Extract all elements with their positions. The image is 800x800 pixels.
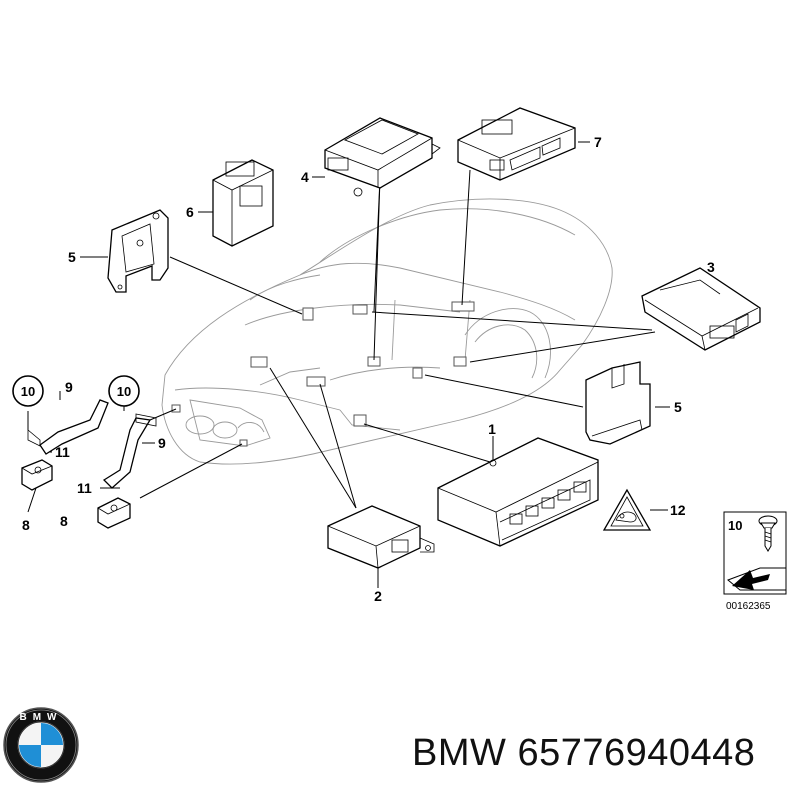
legend-box: 10 00162365: [723, 511, 787, 612]
part-1-module: [437, 437, 599, 547]
part-4-module: [324, 117, 441, 197]
sensor-k: [239, 439, 248, 447]
callout-12: 12: [670, 502, 686, 518]
part-6-module: [212, 159, 274, 247]
callout-10a-circle: [12, 375, 44, 407]
callout-2: 2: [374, 588, 382, 604]
part-3-module: [641, 267, 761, 351]
part-5-bracket-right: [585, 361, 651, 445]
sensor-i: [353, 414, 367, 427]
part-9-bracket-lower: [102, 413, 157, 489]
screw-icon: [758, 515, 778, 552]
callout-7: 7: [594, 134, 602, 150]
callout-3: 3: [707, 259, 715, 275]
callout-9-upper: 9: [65, 379, 73, 395]
sensor-c: [451, 301, 475, 312]
sensor-a: [302, 307, 314, 321]
brand-name: BMW: [412, 732, 507, 774]
part-7-module: [457, 107, 576, 181]
car-sensors: [171, 301, 475, 447]
part-2-module: [327, 505, 435, 569]
sensor-f: [412, 367, 423, 379]
diagram-code: 00162365: [726, 601, 771, 612]
sensor-b: [352, 304, 368, 315]
sensor-g: [250, 356, 268, 368]
part-8-sensor-upper: [21, 459, 53, 491]
brand-part-line: BMW 65776940448: [412, 732, 755, 775]
legend-item-number: 10: [728, 518, 742, 533]
part-5-bracket-left: [107, 209, 169, 293]
callout-10-lower: 10: [117, 384, 131, 399]
callout-8-lower: 8: [60, 513, 68, 529]
callout-9-lower: 9: [158, 435, 166, 451]
callout-11-upper: 11: [55, 444, 70, 460]
arrow-icon: [727, 567, 787, 591]
logo-letters: BMW: [20, 712, 63, 723]
callout-10-upper: 10: [21, 384, 35, 399]
part-8-sensor-lower: [97, 497, 131, 529]
callout-5-left: 5: [68, 249, 76, 265]
part-9-bracket-upper: [27, 399, 109, 455]
sensor-e: [453, 356, 467, 367]
part-12-warning-label: [602, 488, 652, 531]
sensor-h: [306, 376, 326, 387]
callout-10b-circle: [108, 375, 140, 407]
bmw-logo: BMW: [3, 707, 79, 783]
callout-1: 1: [488, 421, 496, 437]
callout-11-lower: 11: [77, 480, 92, 496]
leader-lines: [27, 141, 705, 588]
part-number: 65776940448: [517, 732, 756, 774]
callout-4: 4: [301, 169, 309, 185]
callout-8-upper: 8: [22, 517, 30, 533]
car-outline: [161, 198, 613, 465]
callout-6: 6: [186, 204, 194, 220]
sensor-j: [171, 404, 181, 413]
callout-5-right: 5: [674, 399, 682, 415]
